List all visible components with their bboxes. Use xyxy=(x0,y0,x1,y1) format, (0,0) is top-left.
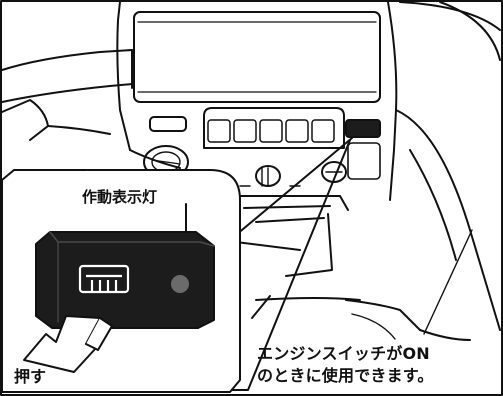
button-row xyxy=(149,107,345,149)
dashboard-left-contours xyxy=(1,49,133,141)
engine-switch-note-line-1: エンジンスイッチがON xyxy=(257,344,430,363)
note-leader-right xyxy=(423,229,473,335)
push-arrow-icon xyxy=(23,315,113,373)
dashboard-right-contours xyxy=(395,1,501,331)
enlarged-switch xyxy=(35,231,215,329)
climate-knobs xyxy=(143,145,347,187)
display-screen xyxy=(133,11,381,103)
indicator-lamp-icon xyxy=(171,275,189,293)
dashboard-defogger-switch xyxy=(345,119,381,138)
push-label: 押す xyxy=(14,367,47,386)
center-stack-outline xyxy=(116,1,398,201)
indicator-light-label: 作動表示灯 xyxy=(82,188,158,206)
note-leader-left xyxy=(351,313,396,340)
engine-switch-note-line-2: のときに使用できます。 xyxy=(257,366,434,385)
rear-defogger-icon xyxy=(78,170,130,294)
